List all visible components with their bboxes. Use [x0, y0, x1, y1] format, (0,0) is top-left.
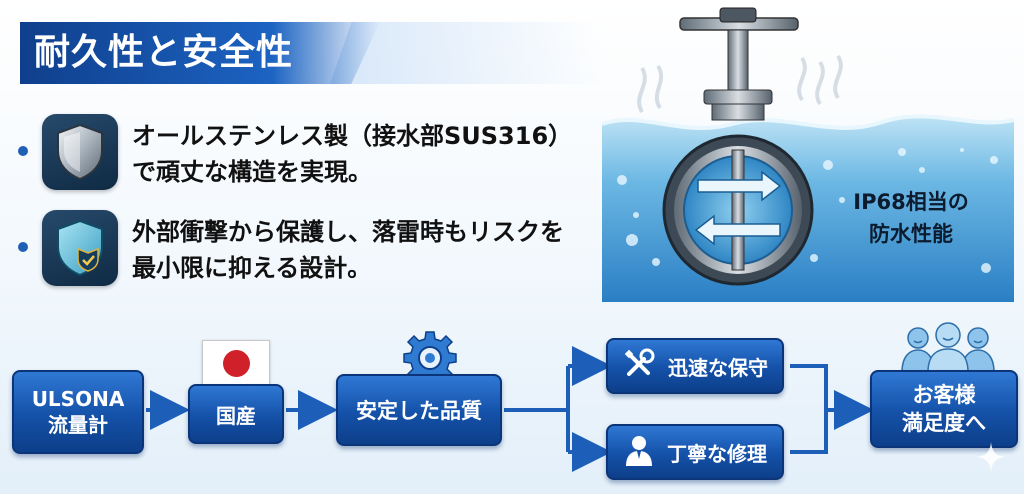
flow-node-maintenance: 迅速な保守 — [606, 338, 784, 394]
waterproof-label-line-2: 防水性能 — [869, 222, 953, 246]
node-label-line-1: お客様 — [912, 383, 976, 407]
feature-line-1: オールステンレス製（接水部SUS316） — [132, 122, 573, 150]
feature-item-safety: 外部衝撃から保護し、落雷時もリスクを 最小限に抑える設計。 — [18, 208, 598, 290]
flow-node-quality: 安定した品質 — [336, 374, 502, 446]
waterproof-label: IP68相当の 防水性能 — [836, 186, 986, 250]
flow-node-japan: 国産 — [188, 384, 284, 444]
bullet-dot — [18, 242, 28, 252]
node-label: 丁寧な修理 — [667, 441, 767, 466]
flow-node-ulsona: ULSONA 流量計 — [12, 370, 144, 454]
gear-icon — [402, 330, 458, 386]
feature-text: 外部衝撃から保護し、落雷時もリスクを 最小限に抑える設計。 — [132, 214, 602, 286]
feature-line-2: 最小限に抑える設計。 — [132, 254, 372, 282]
feature-text: オールステンレス製（接水部SUS316） で頑丈な構造を実現。 — [132, 118, 602, 190]
node-label: 国産 — [216, 403, 256, 428]
shield-check-icon — [42, 210, 118, 286]
technician-icon — [623, 433, 655, 472]
customers-icon — [900, 322, 996, 373]
node-label-line-2: 満足度へ — [902, 411, 986, 435]
flow-node-repair: 丁寧な修理 — [606, 424, 784, 480]
wrench-screwdriver-icon — [622, 347, 656, 386]
bullet-dot — [18, 146, 28, 156]
japan-flag-icon — [202, 340, 270, 386]
waterproof-label-line-1: IP68相当の — [853, 190, 969, 214]
feature-line-1: 外部衝撃から保護し、落雷時もリスクを — [132, 218, 564, 246]
page-title: 耐久性と安全性 — [34, 32, 294, 73]
sparkle-icon — [976, 442, 1006, 472]
feature-item-durability: オールステンレス製（接水部SUS316） で頑丈な構造を実現。 — [18, 112, 598, 194]
node-label-line-1: ULSONA — [31, 387, 125, 411]
flow-node-customer-satisfaction: お客様 満足度へ — [870, 370, 1018, 448]
water-valve-illustration — [602, 0, 1014, 302]
node-label-line-2: 流量計 — [48, 413, 108, 437]
node-label: 安定した品質 — [356, 399, 482, 423]
silver-shield-icon — [42, 114, 118, 190]
node-label: 迅速な保守 — [668, 355, 768, 380]
title-bar — [20, 22, 380, 84]
feature-line-2: で頑丈な構造を実現。 — [132, 158, 372, 186]
